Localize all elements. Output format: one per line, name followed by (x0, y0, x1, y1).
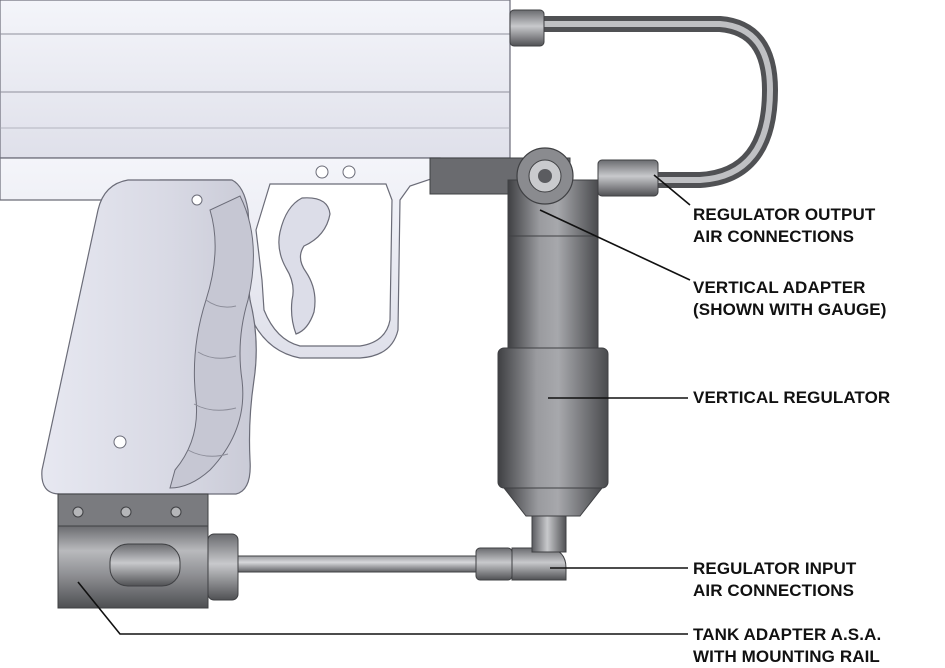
label-line: AIR CONNECTIONS (693, 581, 855, 600)
leader-vertical-adapter (539, 209, 691, 281)
label-line: AIR CONNECTIONS (693, 227, 855, 246)
label-tank-adapter: TANK ADAPTER A.S.A. WITH MOUNTING RAIL (693, 624, 881, 668)
label-line: REGULATOR INPUT (693, 559, 857, 578)
label-line: VERTICAL REGULATOR (693, 388, 891, 407)
label-regulator-input: REGULATOR INPUT AIR CONNECTIONS (693, 558, 856, 602)
label-line: WITH MOUNTING RAIL (693, 647, 880, 666)
tank-adapter-rail (57, 493, 239, 609)
leader-regulator-output (653, 174, 691, 206)
upper-air-hose (509, 9, 779, 197)
leader-tank-adapter (77, 581, 688, 635)
label-line: REGULATOR OUTPUT (693, 205, 876, 224)
label-line: VERTICAL ADAPTER (693, 278, 866, 297)
leader-lines (77, 174, 691, 635)
label-line: TANK ADAPTER A.S.A. (693, 625, 882, 644)
lower-air-hose (237, 515, 567, 581)
label-line: (SHOWN WITH GAUGE) (693, 300, 887, 319)
label-vertical-adapter: VERTICAL ADAPTER (SHOWN WITH GAUGE) (693, 277, 887, 321)
pressure-gauge (516, 147, 574, 205)
vertical-regulator-body (429, 157, 609, 517)
label-regulator-output: REGULATOR OUTPUT AIR CONNECTIONS (693, 204, 875, 248)
grip (41, 179, 257, 495)
label-vertical-regulator: VERTICAL REGULATOR (693, 387, 890, 409)
marker-body (0, 0, 511, 159)
trigger (278, 197, 331, 335)
